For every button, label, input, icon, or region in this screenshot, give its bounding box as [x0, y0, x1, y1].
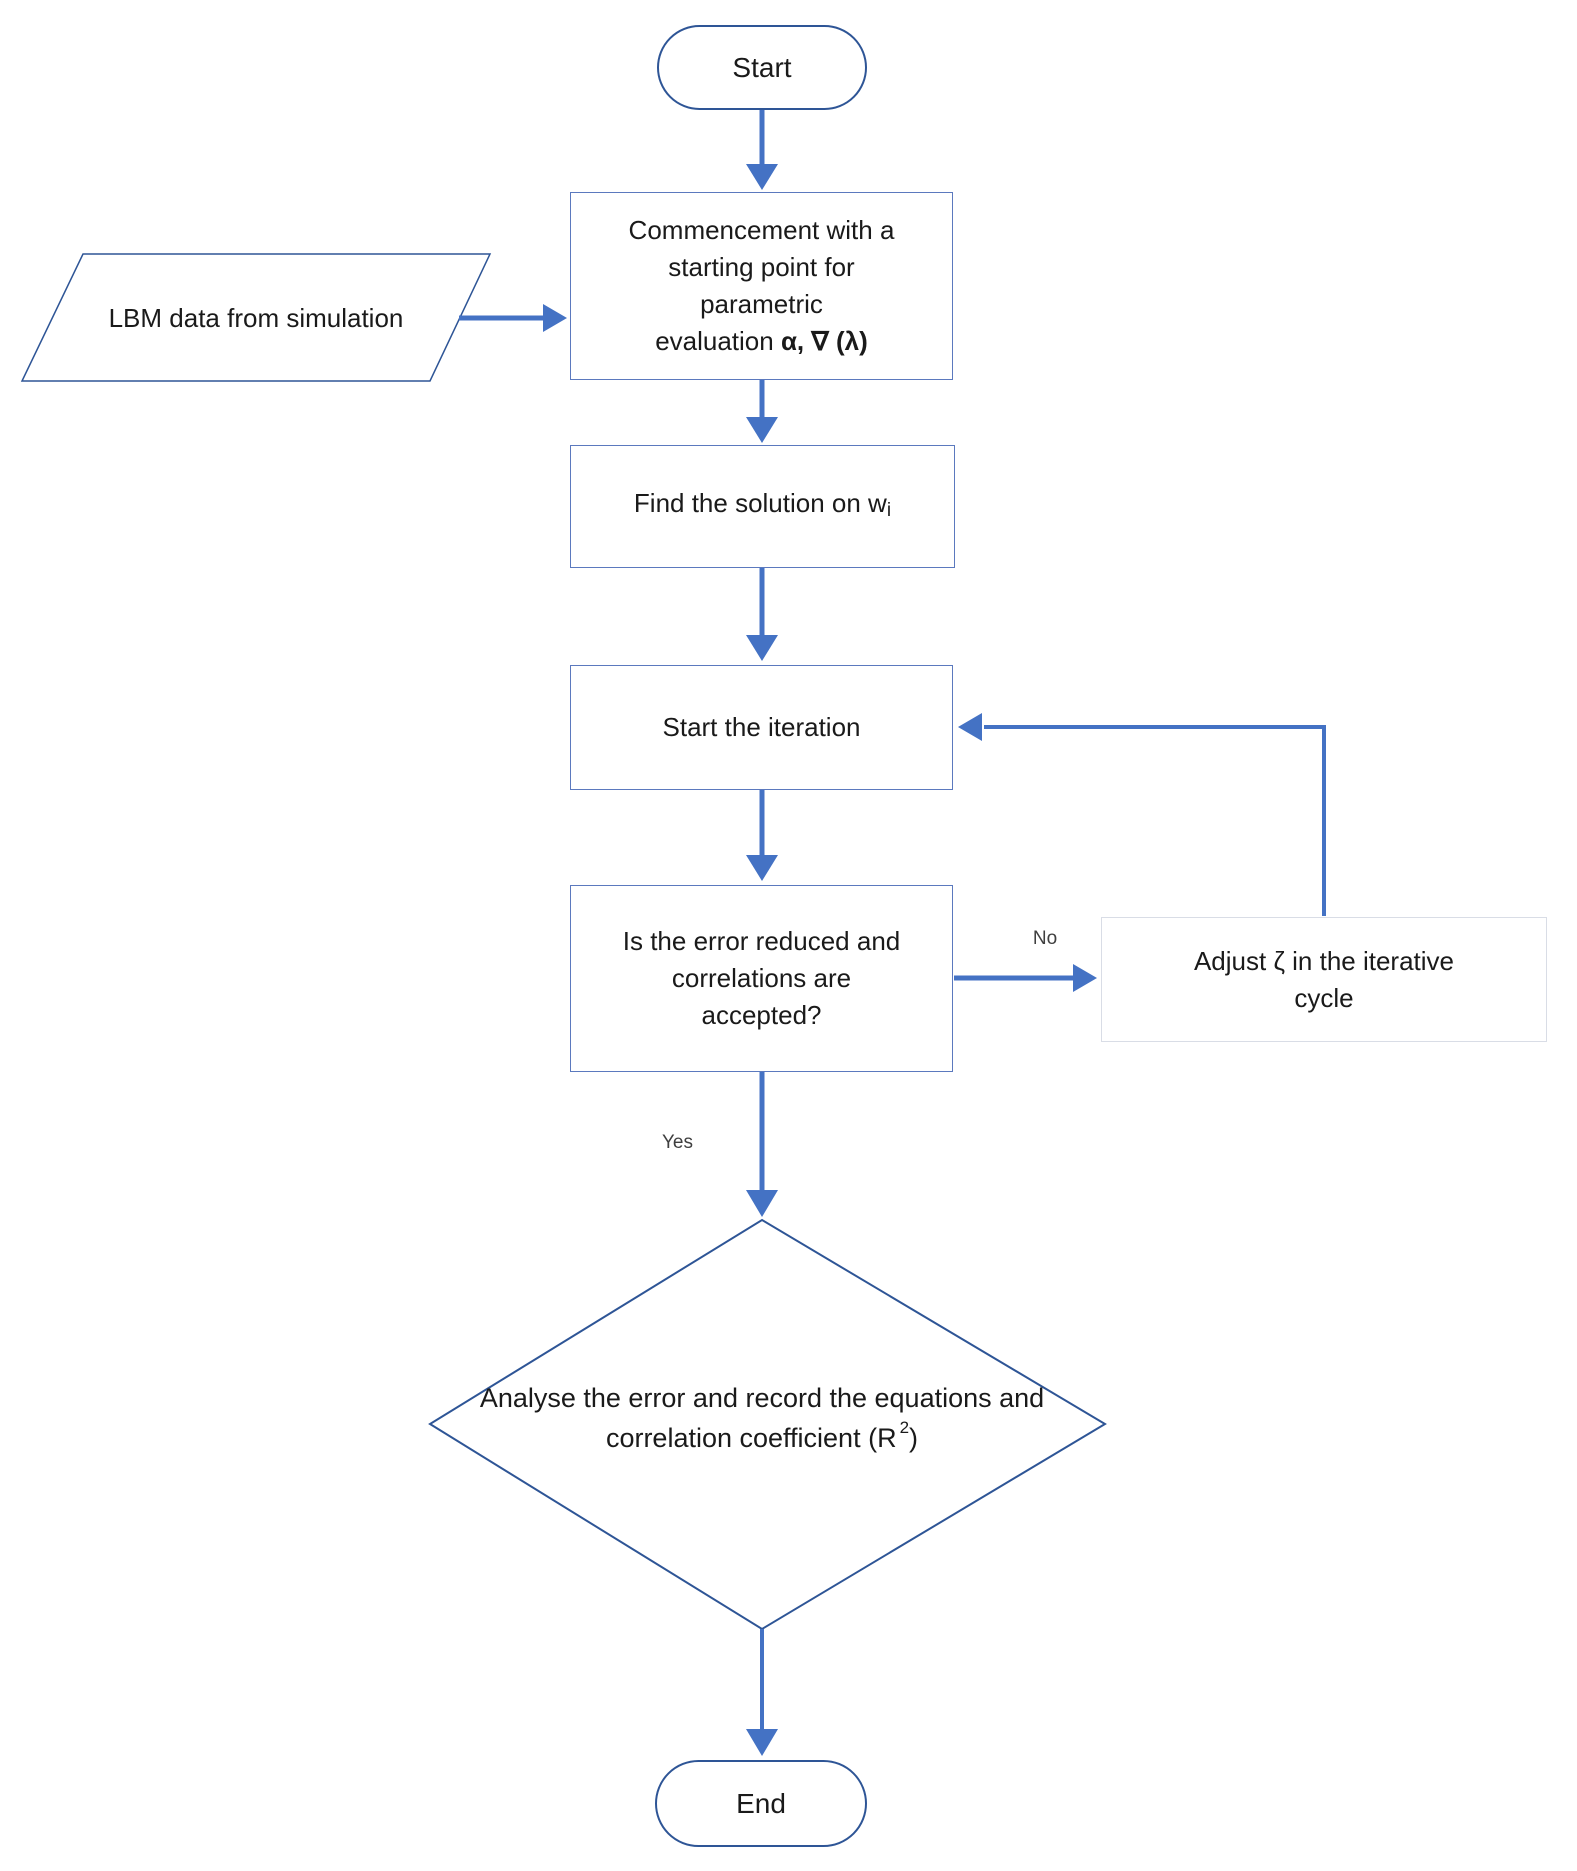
arrowhead-find-to-iteration	[746, 635, 778, 661]
commencement-process-box: Commencement with a starting point for p…	[570, 192, 953, 380]
arrowhead-iteration-to-decision	[746, 855, 778, 881]
start-label: Start	[732, 51, 792, 83]
find-solution-label: Find the solution on wi	[634, 485, 891, 529]
arrowhead-adjust-to-iteration	[958, 713, 982, 741]
end-label: End	[736, 1787, 786, 1819]
arrowhead-analyse-to-end	[746, 1729, 778, 1756]
lbm-label: LBM data from simulation	[108, 302, 404, 333]
arrowhead-start-to-commencement	[746, 164, 778, 190]
arrowhead-decision-to-adjust	[1073, 964, 1097, 992]
lbm-parallelogram-shape	[20, 253, 492, 382]
arrowhead-decision-to-analyse	[746, 1190, 778, 1217]
start-iteration-label: Start the iteration	[662, 712, 861, 742]
commencement-parameters: α, ∇ (λ)	[780, 326, 868, 356]
end-terminator: End	[655, 1760, 867, 1847]
find-solution-subscript: i	[886, 499, 892, 521]
arrow-adjust-to-iteration	[984, 725, 1326, 916]
commencement-text: Commencement with a starting point for p…	[628, 215, 895, 356]
find-solution-text: Find the solution on w	[633, 487, 887, 518]
adjust-zeta-label: Adjust ζ in the iterative cycle	[1193, 945, 1455, 1013]
no-branch-label: No	[1032, 928, 1058, 949]
adjust-zeta-process-box: Adjust ζ in the iterative cycle	[1101, 917, 1547, 1042]
lbm-data-node: LBM data from simulation	[60, 262, 452, 374]
error-decision-box: Is the error reduced and correlations ar…	[570, 885, 953, 1072]
analyse-error-text: Analyse the error and record the equatio…	[479, 1383, 1045, 1453]
analyse-error-diamond-node: Analyse the error and record the equatio…	[452, 1300, 1072, 1540]
analyse-error-label: Analyse the error and record the equatio…	[452, 1378, 1072, 1462]
analyse-error-superscript: 2	[899, 1418, 910, 1437]
error-decision-label: Is the error reduced and correlations ar…	[622, 926, 901, 1030]
find-solution-process-box: Find the solution on wi	[570, 445, 955, 568]
yes-branch-label: Yes	[662, 1132, 693, 1153]
analyse-error-suffix: )	[909, 1423, 919, 1453]
start-terminator: Start	[657, 25, 867, 110]
arrowhead-lbm-to-commencement	[543, 304, 567, 332]
start-iteration-process-box: Start the iteration	[570, 665, 953, 790]
arrowhead-commencement-to-find	[746, 417, 778, 443]
commencement-label: Commencement with a starting point for p…	[629, 212, 895, 360]
